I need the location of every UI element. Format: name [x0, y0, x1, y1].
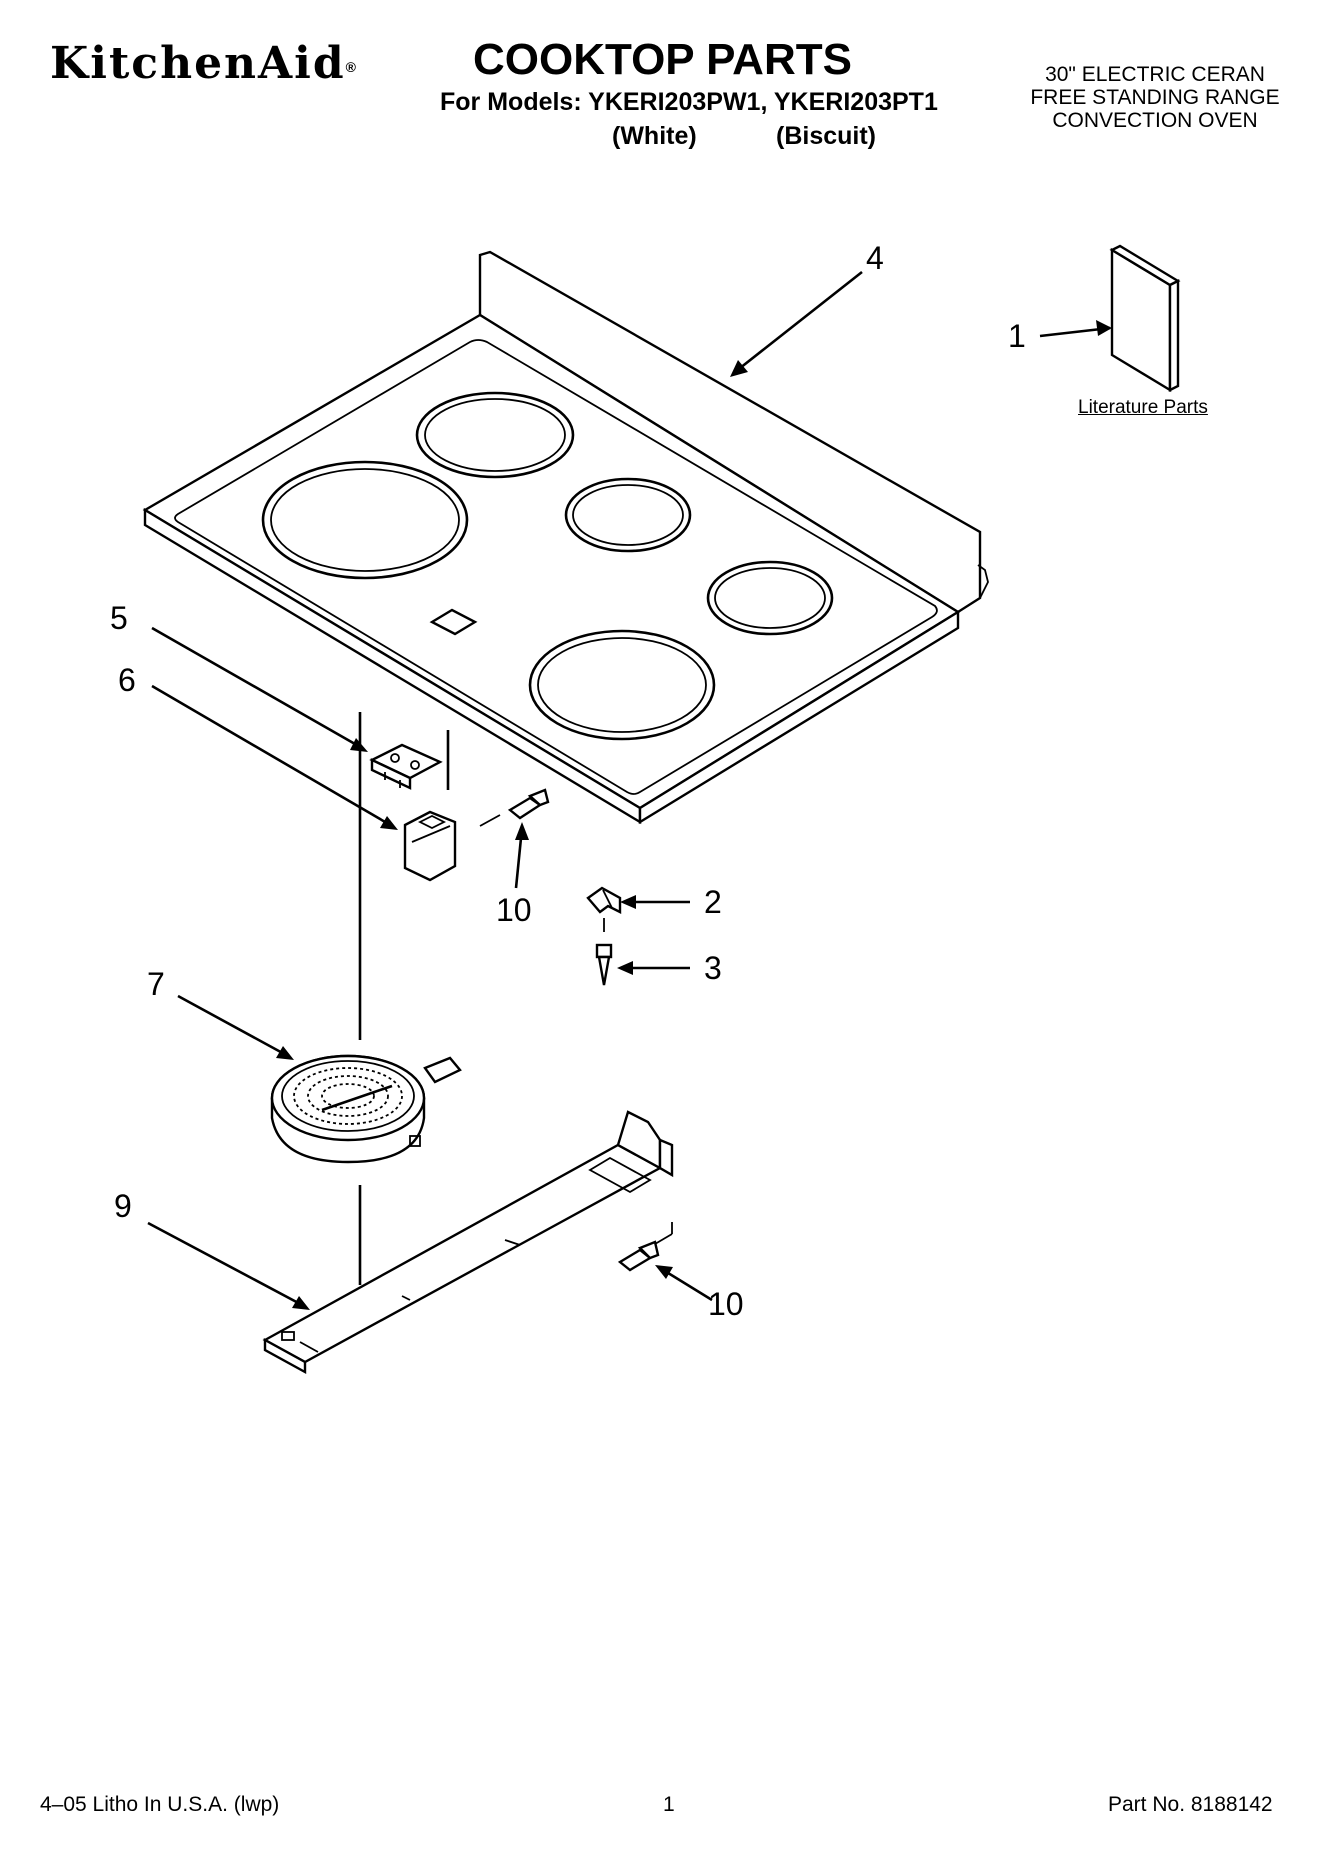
leader-lines: [147, 270, 1112, 1310]
litho-note: 4–05 Litho In U.S.A. (lwp): [40, 1793, 280, 1816]
callout-6: 6: [118, 662, 136, 698]
page-title: COOKTOP PARTS: [473, 35, 852, 84]
models-line: For Models: YKERI203PW1, YKERI203PT1: [440, 88, 938, 116]
registered-mark: ®: [345, 59, 356, 75]
color-biscuit-label: (Biscuit): [776, 122, 876, 150]
callout-4: 4: [866, 240, 884, 276]
callout-10-upper: 10: [496, 892, 532, 928]
part-number: Part No. 8188142: [1108, 1793, 1273, 1816]
callout-5: 5: [110, 600, 128, 636]
literature-booklet: [1109, 244, 1181, 393]
screw-lower: [617, 1222, 673, 1272]
cooktop-glass: [142, 250, 989, 825]
callout-2: 2: [704, 884, 722, 920]
switch-bracket: [403, 810, 457, 882]
limiter-switch: [369, 743, 443, 790]
callout-1: 1: [1008, 318, 1026, 354]
clip-screw: [595, 943, 613, 986]
page-number: 1: [663, 1793, 675, 1816]
callout-7: 7: [147, 966, 165, 1002]
mounting-clip: [586, 886, 622, 932]
support-bracket: [262, 1110, 674, 1375]
radiant-element: [270, 1054, 462, 1164]
color-white-label: (White): [612, 122, 697, 150]
description-line-2: FREE STANDING RANGE: [1030, 86, 1280, 109]
screw-upper: [479, 788, 550, 827]
callout-10-lower: 10: [708, 1286, 744, 1322]
callout-3: 3: [704, 950, 722, 986]
description-line-3: CONVECTION OVEN: [1052, 109, 1258, 132]
description-line-1: 30" ELECTRIC CERAN: [1045, 63, 1265, 86]
callout-9: 9: [114, 1188, 132, 1224]
brand-logo: KitchenAid®: [50, 38, 356, 89]
literature-parts-label: Literature Parts: [1078, 397, 1208, 418]
